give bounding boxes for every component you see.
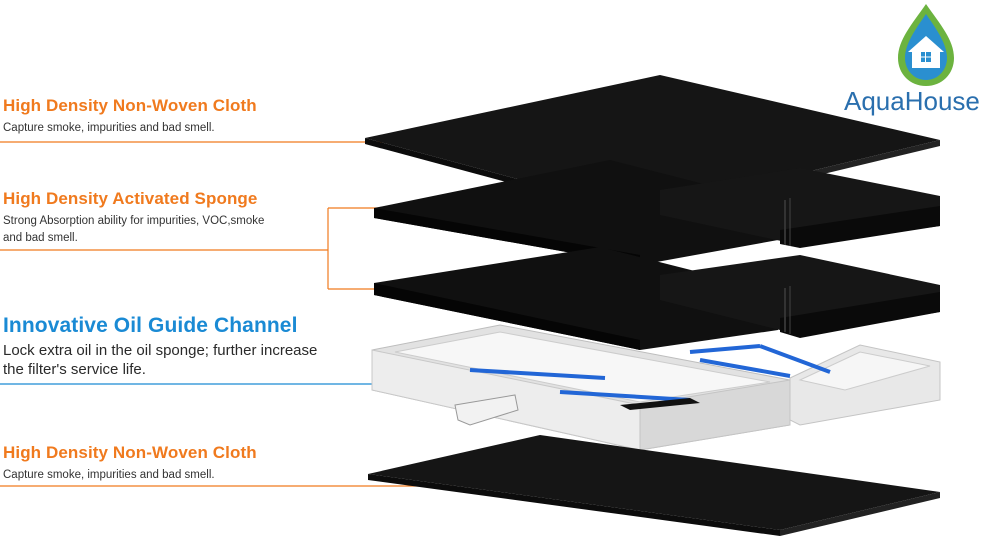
layer-label-bottom-cloth: High Density Non-Woven Cloth Capture smo… xyxy=(3,443,257,484)
oil-guide-channel-frame xyxy=(371,324,941,451)
layer-title: Innovative Oil Guide Channel xyxy=(3,314,298,337)
layer-description: Capture smoke, impurities and bad smell. xyxy=(3,122,215,134)
layer-title: High Density Activated Sponge xyxy=(3,189,258,208)
layer-label-sponge: High Density Activated Sponge Strong Abs… xyxy=(3,189,264,247)
layer-description-line: the filter's service life. xyxy=(3,361,146,378)
layer-label-top-cloth: High Density Non-Woven Cloth Capture smo… xyxy=(3,96,257,137)
layer-description-line: and bad smell. xyxy=(3,232,78,244)
layer-description: Lock extra oil in the oil sponge; furthe… xyxy=(3,341,317,379)
layer-title: High Density Non-Woven Cloth xyxy=(3,443,257,462)
layer-description-line: Lock extra oil in the oil sponge; furthe… xyxy=(3,342,318,359)
layer-description-line: Strong Absorption ability for impurities… xyxy=(3,215,265,227)
aquahouse-logo: AquaHouse xyxy=(842,0,1000,118)
logo-text: AquaHouse xyxy=(844,86,980,116)
callout-line-sponge xyxy=(0,207,382,290)
water-drop-house-icon xyxy=(898,4,954,86)
layer-label-oil-channel: Innovative Oil Guide Channel Lock extra … xyxy=(3,314,317,379)
bottom-non-woven-cloth xyxy=(368,435,940,536)
layer-description: Capture smoke, impurities and bad smell. xyxy=(3,469,215,481)
layer-title: High Density Non-Woven Cloth xyxy=(3,96,257,115)
layer-description: Strong Absorption ability for impurities… xyxy=(3,213,264,247)
activated-sponge-upper xyxy=(374,160,940,265)
activated-sponge-lower xyxy=(374,247,940,350)
